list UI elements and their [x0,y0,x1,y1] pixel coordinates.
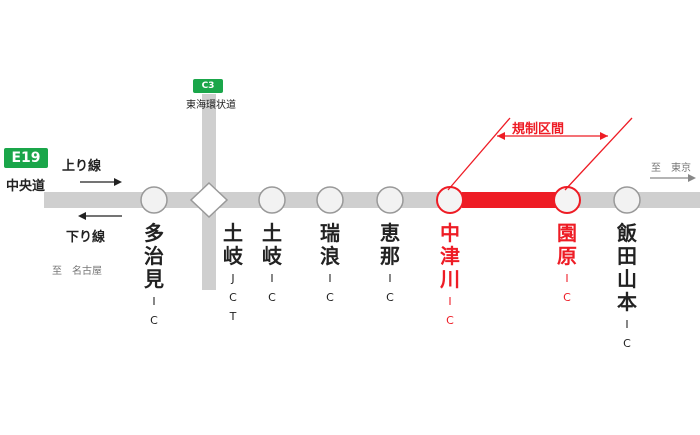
node-mizunami-ic [316,186,344,214]
crossing-road-name: 東海環状道 [186,100,236,111]
node-iidayamamoto-ic [613,186,641,214]
node-sonohara-ic [553,186,581,214]
node-toki-jct [189,181,229,219]
node-ena-ic [376,186,404,214]
toward-east-label: 至 東京 [651,163,691,174]
c3-badge: C3 [193,79,223,93]
toward-east-arrow [650,174,696,182]
restriction-segment [462,192,565,208]
down-direction-label: 下り線 [66,230,106,245]
node-nakatsugawa-ic [436,186,464,214]
restriction-label: 規制区間 [512,122,565,137]
node-tajimi-ic [140,186,168,214]
up-direction-arrow [80,178,122,186]
toward-west-label: 至 名古屋 [52,266,102,277]
down-direction-arrow [78,212,122,220]
node-toki-ic [258,186,286,214]
up-direction-label: 上り線 [62,159,102,174]
restriction-bracket [447,117,633,191]
e19-badge: E19 [4,148,48,168]
main-road-name: 中央道 [6,179,46,194]
